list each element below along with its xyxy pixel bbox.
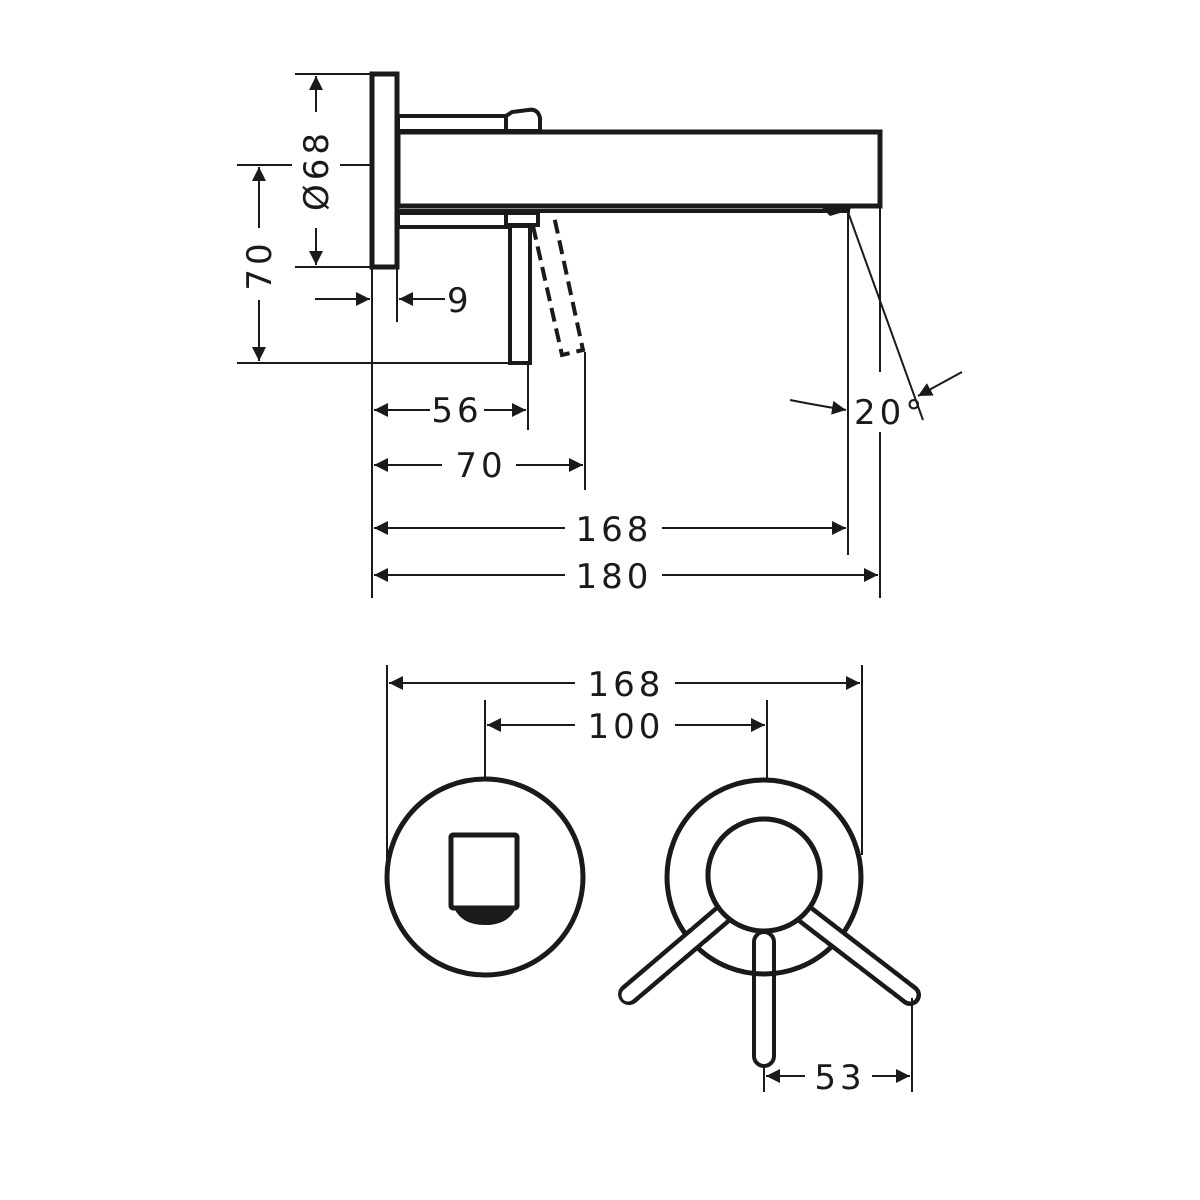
lower-connector xyxy=(504,211,540,227)
aerator xyxy=(454,908,516,925)
lever-handle-rotated-dashed xyxy=(531,215,586,358)
wall-plate xyxy=(369,71,400,270)
dim-height-70: 70 xyxy=(240,239,280,290)
dim-width-168: 168 xyxy=(588,665,665,705)
mixer-rosette xyxy=(664,777,864,977)
lower-pipe xyxy=(396,211,508,229)
dim-outlet-168: 168 xyxy=(576,510,653,550)
front-view: 168 100 53 xyxy=(384,665,921,1098)
angle-arrow xyxy=(917,371,963,397)
lever-center xyxy=(752,930,776,1068)
spout-outlet xyxy=(448,832,520,911)
dim-lever-70: 70 xyxy=(455,446,506,486)
lever-handle xyxy=(508,224,532,365)
lever-positions xyxy=(617,816,921,1068)
dim-lever-53: 53 xyxy=(814,1058,865,1098)
upper-pipe xyxy=(396,114,508,133)
dim-projection-180: 180 xyxy=(576,557,653,597)
side-view: Ø68 70 9 56 70 168 180 xyxy=(237,71,963,598)
angle-line xyxy=(847,211,924,421)
aerator xyxy=(822,206,852,216)
spout-body xyxy=(395,129,883,209)
upper-connector xyxy=(504,107,542,133)
angle-arrow xyxy=(789,399,847,415)
dim-angle: 20° xyxy=(854,393,926,433)
dim-plate-diameter: Ø68 xyxy=(297,129,337,211)
lever-left-fill xyxy=(621,908,729,1002)
dim-lever-56: 56 xyxy=(431,391,482,431)
cap-mask xyxy=(710,821,818,929)
lever-right-fill xyxy=(799,908,917,1002)
cap-outline xyxy=(705,816,823,934)
dim-plate-thickness: 9 xyxy=(447,281,473,321)
spout-rosette xyxy=(384,776,586,978)
dim-centers-100: 100 xyxy=(588,707,665,747)
